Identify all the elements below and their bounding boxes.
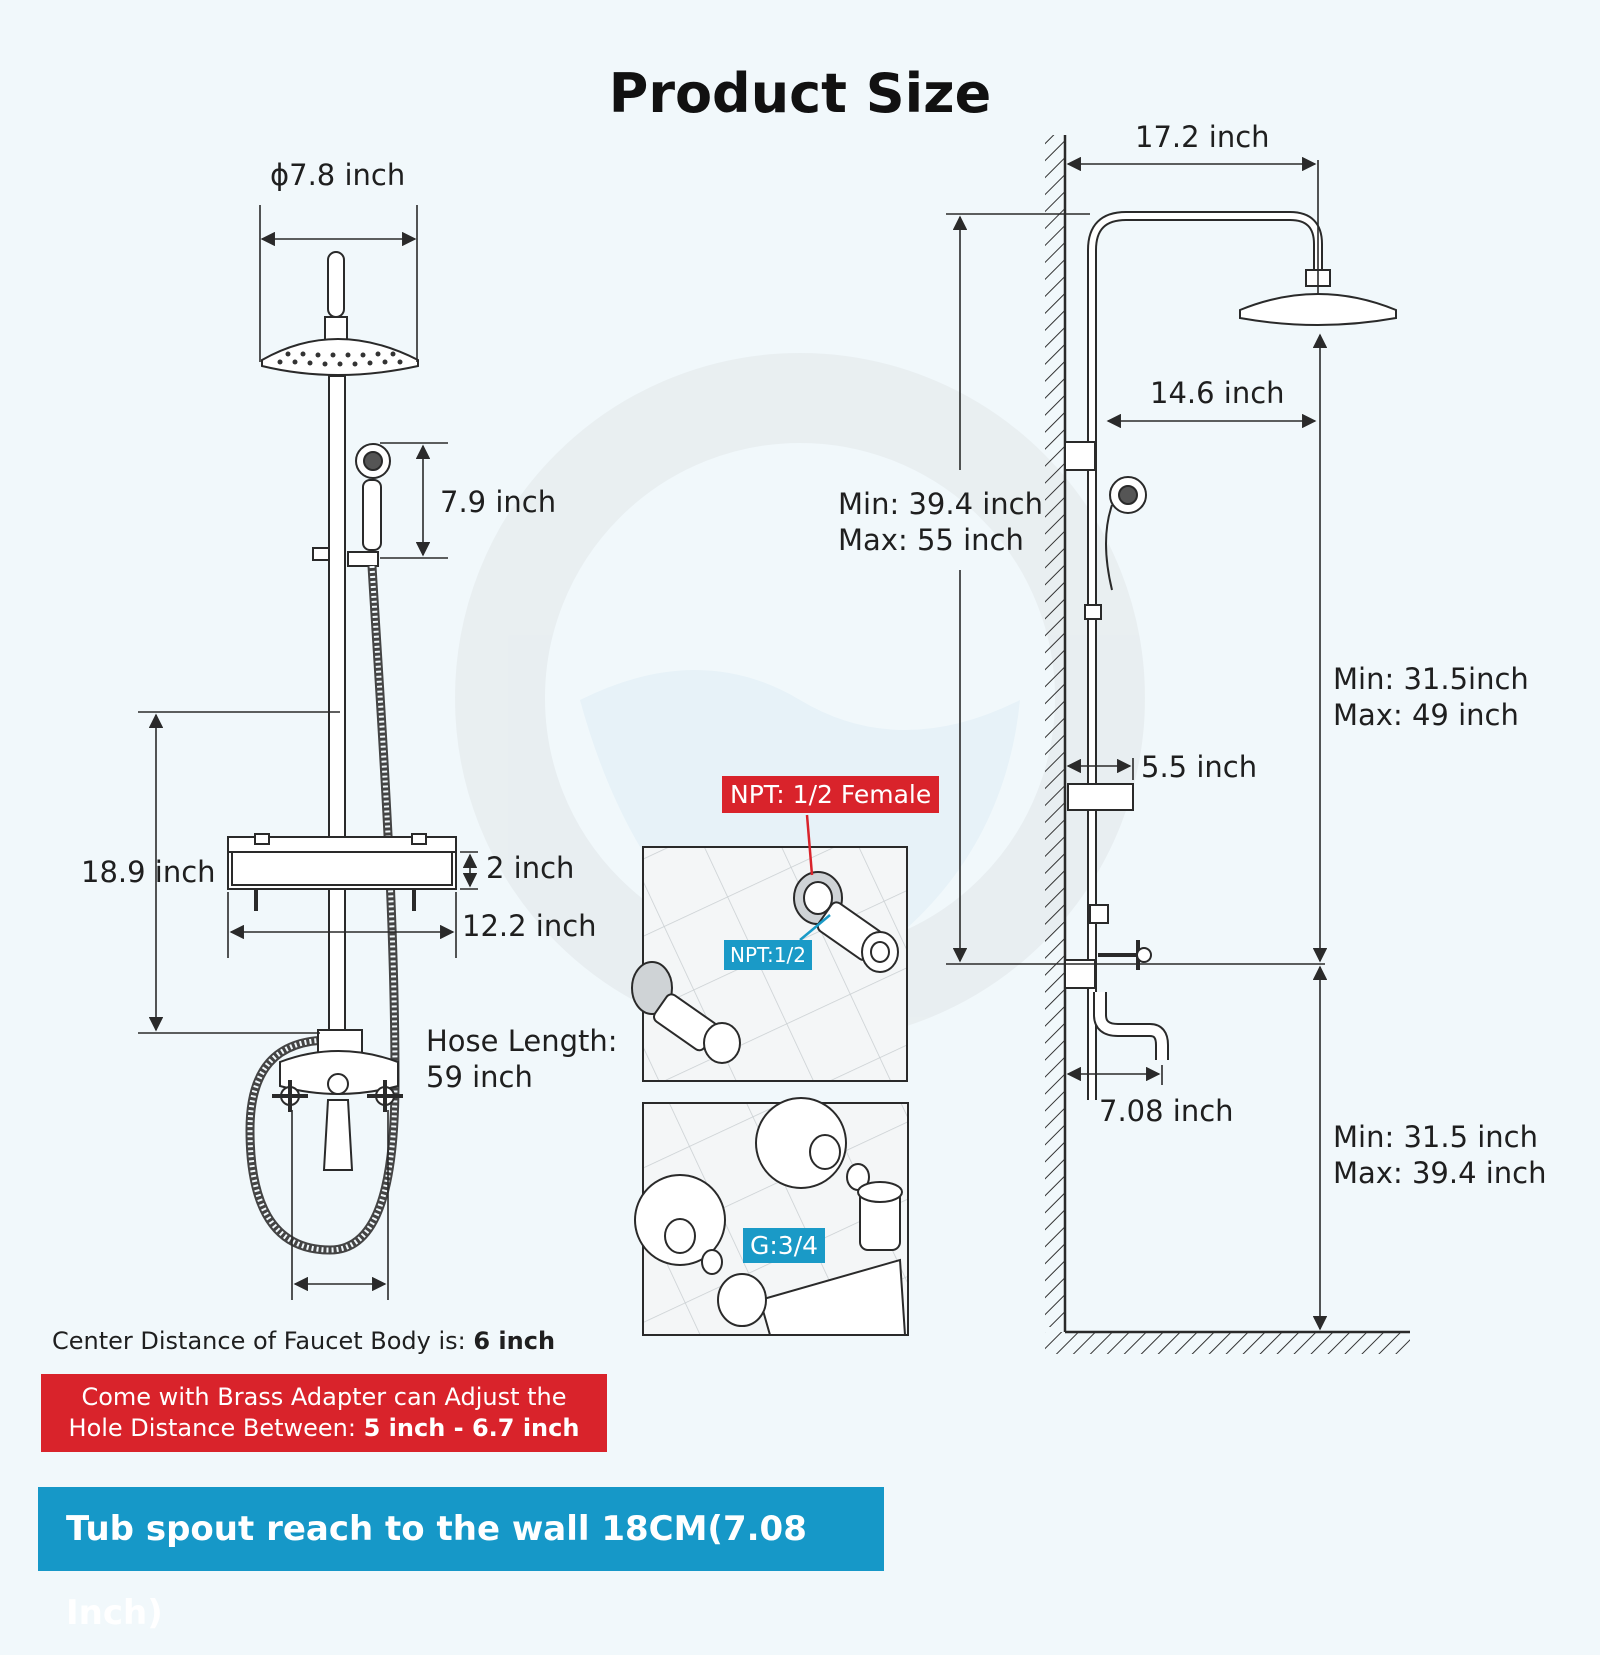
showerhead-diameter-label: ϕ7.8 inch bbox=[270, 158, 406, 192]
shelf-width-label: 12.2 inch bbox=[462, 909, 597, 943]
npt-female-tag: NPT: 1/2 Female bbox=[722, 776, 940, 813]
shelf-depth-label: 5.5 inch bbox=[1141, 750, 1258, 784]
handheld-length-label: 7.9 inch bbox=[440, 485, 557, 519]
center-distance-note: Center Distance of Faucet Body is: 6 inc… bbox=[52, 1327, 556, 1355]
hose-length-value: 59 inch bbox=[426, 1060, 533, 1094]
g-thread-tag: G:3/4 bbox=[743, 1228, 826, 1263]
g-connector-detail bbox=[634, 1097, 909, 1336]
arm-reach-label: 17.2 inch bbox=[1135, 120, 1270, 154]
head-min-label: Min: 31.5inch bbox=[1333, 662, 1529, 696]
adapter-note-line1: Come with Brass Adapter can Adjust the bbox=[81, 1383, 567, 1411]
valve-min-label: Min: 31.5 inch bbox=[1333, 1120, 1538, 1154]
rise-max-label: Max: 55 inch bbox=[838, 523, 1024, 557]
front-view-drawing bbox=[227, 251, 457, 1255]
adapter-note-line2: Hole Distance Between: 5 inch - 6.7 inch bbox=[68, 1414, 580, 1442]
head-max-label: Max: 49 inch bbox=[1333, 698, 1519, 732]
shower-diagram bbox=[138, 135, 1410, 1354]
tub-spout-banner: Tub spout reach to the wall 18CM(7.08 In… bbox=[38, 1487, 884, 1633]
side-view-dimensions bbox=[946, 156, 1328, 1331]
rise-min-label: Min: 39.4 inch bbox=[838, 487, 1043, 521]
page-title: Product Size bbox=[608, 62, 992, 125]
adapter-note: Come with Brass Adapter can Adjust the H… bbox=[41, 1374, 607, 1452]
side-view-drawing bbox=[1045, 135, 1410, 1354]
hose-length-label: Hose Length: bbox=[426, 1024, 618, 1058]
spout-reach-label: 7.08 inch bbox=[1099, 1094, 1234, 1128]
product-size-infographic: Product Size ϕ7.8 inch 7.9 inch 18.9 inc… bbox=[38, 62, 1547, 1633]
front-view-dimensions bbox=[138, 205, 478, 1300]
arm-inner-label: 14.6 inch bbox=[1150, 376, 1285, 410]
valve-max-label: Max: 39.4 inch bbox=[1333, 1156, 1547, 1190]
shelf-height-label: 2 inch bbox=[486, 851, 575, 885]
shelf-vertical-label: 18.9 inch bbox=[81, 855, 216, 889]
npt-tag: NPT:1/2 bbox=[724, 940, 812, 970]
